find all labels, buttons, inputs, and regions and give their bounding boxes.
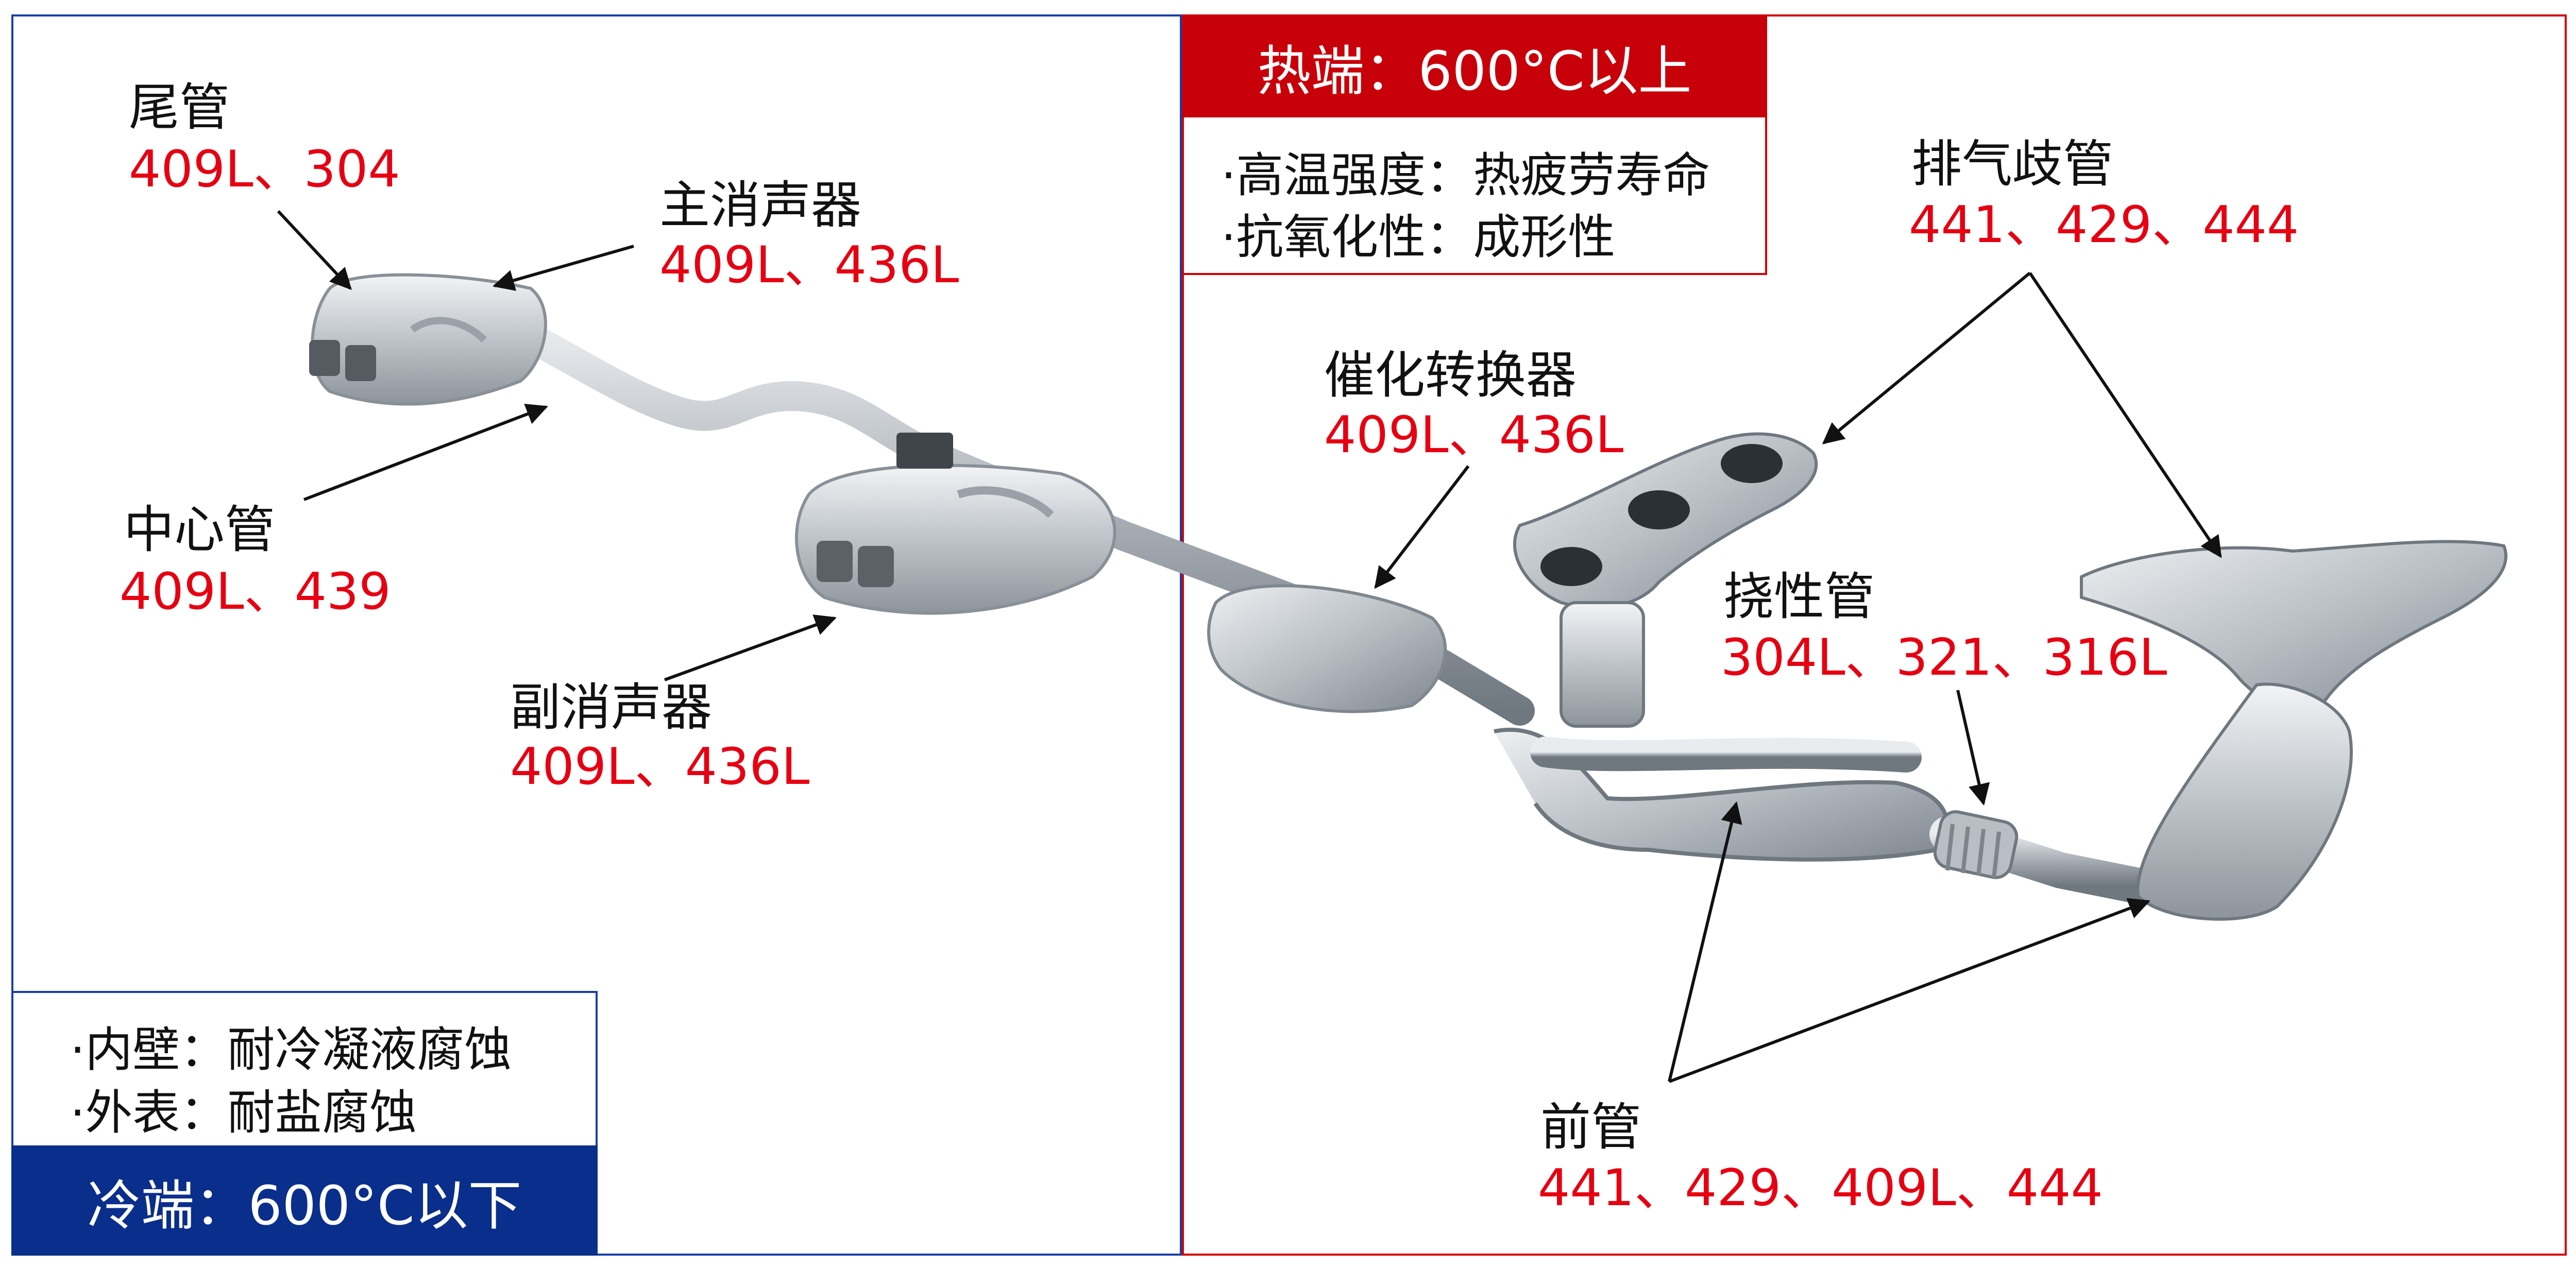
exhaust-manifold-right: [2080, 540, 2507, 921]
hot-end-properties: ·高温强度：热疲劳寿命 ·抗氧化性：成形性: [1182, 117, 1767, 275]
arrow-center-pipe: [303, 403, 548, 501]
cold-end-property-1: ·内壁：耐冷凝液腐蚀: [70, 1022, 512, 1077]
label-center-pipe-name: 中心管: [124, 501, 276, 559]
cold-end-properties: ·内壁：耐冷凝液腐蚀 ·外表：耐盐腐蚀: [11, 991, 598, 1145]
label-flexible-pipe-grades: 304L、321、316L: [1721, 628, 2167, 687]
label-secondary-muffler-name: 副消声器: [510, 678, 713, 737]
label-exhaust-manifold-grades: 441、429、444: [1909, 196, 2299, 254]
exhaust-manifold-left: [1513, 432, 1818, 728]
label-front-pipe-grades: 441、429、409L、444: [1538, 1159, 2103, 1218]
hot-end-frame: [1182, 14, 2567, 1256]
label-catalytic-converter-grades: 409L、436L: [1324, 406, 1624, 465]
hot-end-property-1: ·高温强度：热疲劳寿命: [1221, 148, 1710, 203]
secondary-muffler-shape: [795, 433, 1116, 615]
label-catalytic-converter-name: 催化转换器: [1324, 346, 1577, 405]
arrow-front-pipe-b: [1668, 898, 2150, 1083]
label-front-pipe-name: 前管: [1540, 1098, 1642, 1157]
flexible-pipe-shape: [1933, 810, 2019, 879]
label-secondary-muffler-grades: 409L、436L: [510, 738, 810, 796]
label-tailpipe-grades: 409L、304: [129, 140, 400, 199]
arrow-front-pipe-a: [1668, 801, 1742, 1082]
arrow-flexible-pipe: [1956, 690, 1990, 806]
label-center-pipe-grades: 409L、439: [120, 562, 391, 621]
center-pipe: [500, 315, 1535, 726]
catalytic-converter-shape: [1207, 584, 1447, 713]
label-main-muffler-name: 主消声器: [659, 176, 862, 235]
arrow-tailpipe: [277, 210, 352, 290]
label-main-muffler-grades: 409L、436L: [659, 236, 959, 295]
hot-end-title: 热端：600°C以上: [1182, 14, 1767, 117]
cold-end-title: 冷端：600°C以下: [11, 1145, 598, 1256]
label-exhaust-manifold-name: 排气歧管: [1911, 135, 2114, 194]
main-muffler-shape: [309, 273, 547, 406]
arrow-catalytic-converter: [1374, 465, 1470, 589]
arrow-main-muffler: [492, 245, 634, 291]
label-tailpipe-name: 尾管: [129, 78, 230, 137]
leader-arrows: [277, 210, 2222, 1083]
hot-end-property-2: ·抗氧化性：成形性: [1221, 210, 1616, 265]
label-flexible-pipe-name: 挠性管: [1723, 568, 1875, 626]
arrow-manifold-right: [2028, 272, 2222, 558]
arrow-secondary-muffler: [664, 614, 837, 681]
front-pipe: [1494, 727, 2156, 904]
cold-end-property-2: ·外表：耐盐腐蚀: [70, 1085, 417, 1140]
arrow-manifold-left: [1822, 271, 2031, 444]
